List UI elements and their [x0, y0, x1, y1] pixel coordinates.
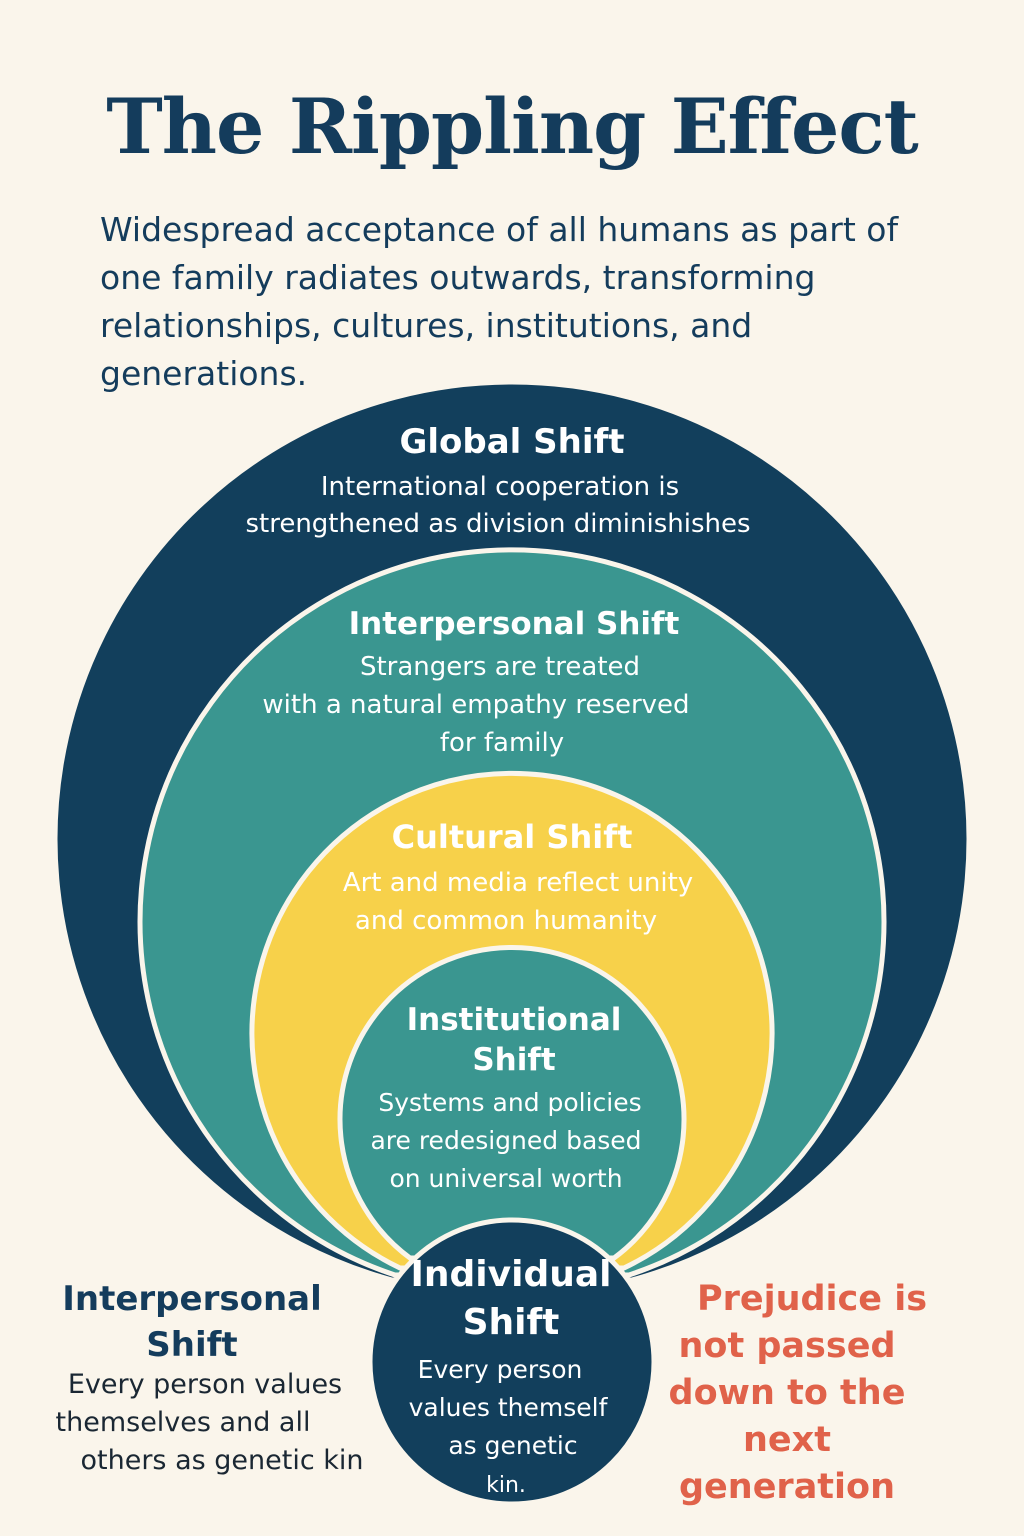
interpersonal-text-line-2: with a natural empathy reserved [262, 690, 689, 720]
page-title: The Rippling Effect [106, 82, 919, 171]
global-text-line-2: strengthened as division diminishishes [245, 509, 750, 539]
cultural-text-line-1: Art and media reflect unity [343, 868, 693, 898]
global-title: Global Shift [399, 422, 624, 462]
side-left-title: Interpersonal Shift [40, 1276, 344, 1368]
side-right-line-1: Prejudice is [696, 1279, 928, 1319]
side-left-text: Every person values themselves and all o… [40, 1366, 370, 1480]
side-right-line-3: down to the [668, 1373, 906, 1413]
side-left-text-line-3: others as genetic kin [80, 1445, 364, 1476]
individual-title-line-1: Individual [411, 1254, 612, 1295]
institutional-text-line-1: Systems and policies [378, 1088, 641, 1117]
institutional-title-line-1: Institutional [407, 1002, 622, 1038]
cultural-text-line-2: and common humanity [355, 906, 657, 936]
individual-text-line-4: kin. [486, 1473, 526, 1498]
side-left-title-line-2: Shift [146, 1325, 238, 1365]
side-left-text-line-1: Every person values [67, 1369, 343, 1400]
institutional-text-line-3: on universal worth [389, 1164, 622, 1193]
side-right-line-4: next generation [678, 1420, 895, 1507]
interpersonal-title: Interpersonal Shift [349, 606, 680, 642]
interpersonal-text-line-1: Strangers are treated [360, 652, 640, 682]
side-right-note: Prejudice is not passed down to the next… [642, 1276, 932, 1511]
institutional-text-line-2: are redesigned based [370, 1126, 641, 1155]
page-subtitle: Widespread acceptance of all humans as p… [100, 210, 899, 393]
side-right-line-2: not passed [678, 1326, 896, 1366]
individual-text-line-2: values themself [409, 1393, 609, 1422]
side-left-text-line-2: themselves and all [55, 1407, 311, 1438]
interpersonal-text-line-3: for family [440, 728, 564, 758]
individual-text-line-1: Every person [418, 1355, 583, 1384]
individual-circle [367, 1217, 657, 1507]
individual-title-line-2: Shift [463, 1302, 560, 1343]
cultural-title: Cultural Shift [392, 818, 633, 856]
global-text-line-1: International cooperation is [321, 472, 679, 502]
side-left-title-line-1: Interpersonal [62, 1279, 322, 1319]
institutional-ring [337, 945, 687, 1261]
individual-text-line-3: as genetic [448, 1431, 577, 1460]
institutional-title-line-2: Shift [472, 1042, 556, 1078]
